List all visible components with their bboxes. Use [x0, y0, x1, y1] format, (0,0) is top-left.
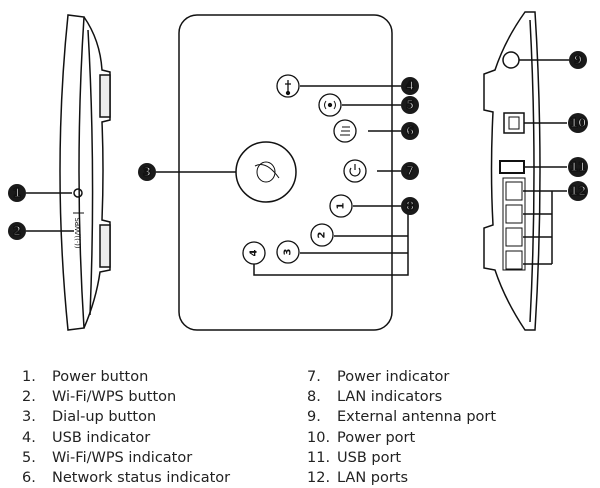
legend-item: 6.Network status indicator: [22, 470, 231, 487]
callout-10: 10: [568, 113, 588, 133]
svg-text:3: 3: [143, 165, 151, 179]
svg-text:11: 11: [570, 160, 587, 174]
legend-item: 1.Power button: [22, 369, 149, 385]
lan-indicator-2: 2: [310, 223, 334, 247]
right-leader-lines: [519, 59, 569, 265]
legend-item: 2.Wi-Fi/WPS button: [22, 389, 177, 406]
legend-right: 7.Power indicator 8.LAN indicators 9.Ext…: [307, 367, 496, 488]
globe-icon: [256, 161, 276, 183]
wifi-wps-button-label[interactable]: ((·))/WPS: [74, 217, 82, 249]
callout-6: 6: [401, 122, 419, 140]
front-leader-lines: [253, 85, 409, 276]
lan-port-4[interactable]: [505, 250, 523, 270]
legend-item: 7.Power indicator: [307, 369, 450, 385]
lan-port-3[interactable]: [505, 227, 523, 247]
callout-3: 3: [138, 163, 156, 181]
callout-8: 8: [401, 197, 419, 215]
power-icon: [349, 164, 361, 177]
callout-12: 12: [568, 181, 588, 201]
lan-indicator-4: 4: [242, 241, 266, 265]
legend-item: 9.External antenna port: [307, 409, 497, 426]
lan-indicator-3: 3: [276, 240, 300, 264]
legend-item: 8.LAN indicators: [307, 389, 443, 406]
wifi-wps-indicator: [318, 93, 342, 117]
legend-item: 12.LAN ports: [307, 470, 409, 487]
legend-item: 4.USB indicator: [22, 429, 151, 446]
svg-text:9: 9: [574, 53, 582, 67]
callout-7: 7: [401, 162, 419, 180]
svg-text:1: 1: [13, 186, 21, 200]
svg-text:10: 10: [570, 116, 587, 130]
signal-icon: [340, 126, 350, 136]
svg-text:6: 6: [406, 124, 414, 138]
callout-1: 1: [8, 184, 26, 202]
svg-text:1: 1: [336, 202, 347, 209]
power-button-icon[interactable]: [73, 188, 83, 198]
svg-text:7: 7: [406, 164, 414, 178]
svg-text:2: 2: [317, 231, 328, 238]
lan-port-1[interactable]: [505, 181, 523, 201]
svg-text:12: 12: [570, 184, 587, 198]
usb-icon: [285, 80, 291, 93]
right-side-view: [483, 11, 541, 331]
svg-text:2: 2: [13, 224, 21, 238]
legend-item: 5.Wi-Fi/WPS indicator: [22, 449, 193, 466]
power-indicator: [343, 159, 367, 183]
svg-text:4: 4: [249, 249, 260, 256]
lan-indicator-1: 1: [329, 194, 353, 218]
callout-11: 11: [568, 157, 588, 177]
left-side-view: ((·))/WPS: [59, 14, 111, 331]
callout-4: 4: [401, 77, 419, 95]
svg-text:4: 4: [406, 79, 414, 93]
router-diagram: ((·))/WPS 1 2 3 1 2 3 4 4 5 6 7 8: [8, 11, 588, 331]
lan-port-2[interactable]: [505, 204, 523, 224]
svg-text:8: 8: [406, 199, 414, 213]
usb-indicator: [276, 74, 300, 98]
legend-item: 3.Dial-up button: [22, 409, 157, 426]
callout-2: 2: [8, 222, 26, 240]
legend-item: 11.USB port: [307, 449, 402, 466]
svg-text:3: 3: [283, 248, 294, 255]
wifi-icon: [327, 102, 333, 108]
network-status-indicator: [333, 119, 357, 143]
dial-up-button[interactable]: [235, 141, 297, 203]
legend-item: 10.Power port: [307, 429, 416, 446]
legend-left: 1.Power button 2.Wi-Fi/WPS button 3.Dial…: [22, 367, 230, 488]
callout-5: 5: [401, 96, 419, 114]
callout-9: 9: [569, 51, 587, 69]
svg-text:5: 5: [406, 98, 414, 112]
